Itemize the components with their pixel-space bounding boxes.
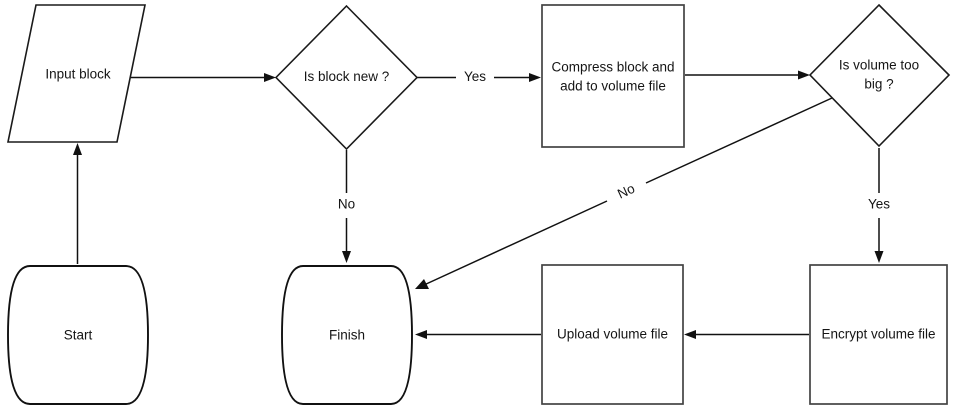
arrow-head-icon	[798, 70, 810, 80]
node-encrypt-volume-file[interactable]: Encrypt volume file	[809, 264, 948, 405]
node-label-upload-volume-file: Upload volume file	[557, 327, 668, 342]
edge-label-no-volume-too-big: No	[615, 181, 637, 202]
node-label-finish: Finish	[329, 328, 365, 343]
arrow-head-icon	[342, 251, 351, 263]
process-box-shape	[541, 4, 685, 148]
node-input-block[interactable]: Input block	[7, 4, 146, 143]
edge-is-volume-too-big-no-to-finish: No	[415, 97, 833, 289]
edge-compress-to-is-volume-too-big	[685, 70, 810, 80]
arrow-head-icon	[684, 330, 696, 339]
edge-label-yes-block-new: Yes	[464, 69, 486, 84]
diamond-shape	[274, 4, 419, 151]
arrow-head-icon	[73, 143, 82, 155]
node-compress-block[interactable]: Compress block and add to volume file	[541, 4, 685, 148]
terminator-shape	[281, 265, 413, 405]
edge-encrypt-to-upload	[684, 330, 809, 339]
edge-label-no-block-new: No	[338, 197, 355, 212]
edge-line-lower	[423, 200, 608, 286]
edge-start-to-input-block	[73, 143, 82, 264]
arrow-head-icon	[529, 73, 541, 82]
arrow-head-icon	[264, 73, 276, 82]
node-start[interactable]: Start	[7, 265, 149, 405]
edge-is-volume-too-big-yes-to-encrypt: Yes	[868, 148, 890, 263]
node-finish[interactable]: Finish	[281, 265, 413, 405]
node-label-encrypt-volume-file: Encrypt volume file	[821, 327, 935, 342]
edge-upload-to-finish	[415, 330, 541, 339]
node-label-is-block-new: Is block new ?	[304, 69, 390, 84]
terminator-shape	[7, 265, 149, 405]
diamond-shape	[808, 3, 951, 148]
process-box-shape	[809, 264, 948, 405]
edge-line-upper	[645, 97, 833, 184]
edge-input-block-to-is-block-new	[129, 73, 276, 82]
edge-is-block-new-yes-to-compress: Yes	[417, 69, 541, 84]
node-label-is-volume-too-big-line2: big ?	[864, 77, 893, 92]
arrow-head-icon	[415, 330, 427, 339]
node-label-is-volume-too-big-line1: Is volume too	[839, 58, 919, 73]
node-label-compress-line1: Compress block and	[551, 60, 674, 75]
arrow-head-icon	[415, 279, 429, 289]
process-box-shape	[541, 264, 684, 405]
node-is-block-new[interactable]: Is block new ?	[274, 4, 419, 151]
edge-is-block-new-no-to-finish: No	[338, 150, 355, 263]
node-upload-volume-file[interactable]: Upload volume file	[541, 264, 684, 405]
node-label-input-block: Input block	[45, 67, 111, 82]
edge-label-yes-volume-too-big: Yes	[868, 197, 890, 212]
parallelogram-shape	[7, 4, 146, 143]
node-label-compress-line2: add to volume file	[560, 79, 666, 94]
node-label-start: Start	[64, 328, 93, 343]
node-is-volume-too-big[interactable]: Is volume too big ?	[808, 3, 951, 148]
arrow-head-icon	[874, 251, 884, 263]
